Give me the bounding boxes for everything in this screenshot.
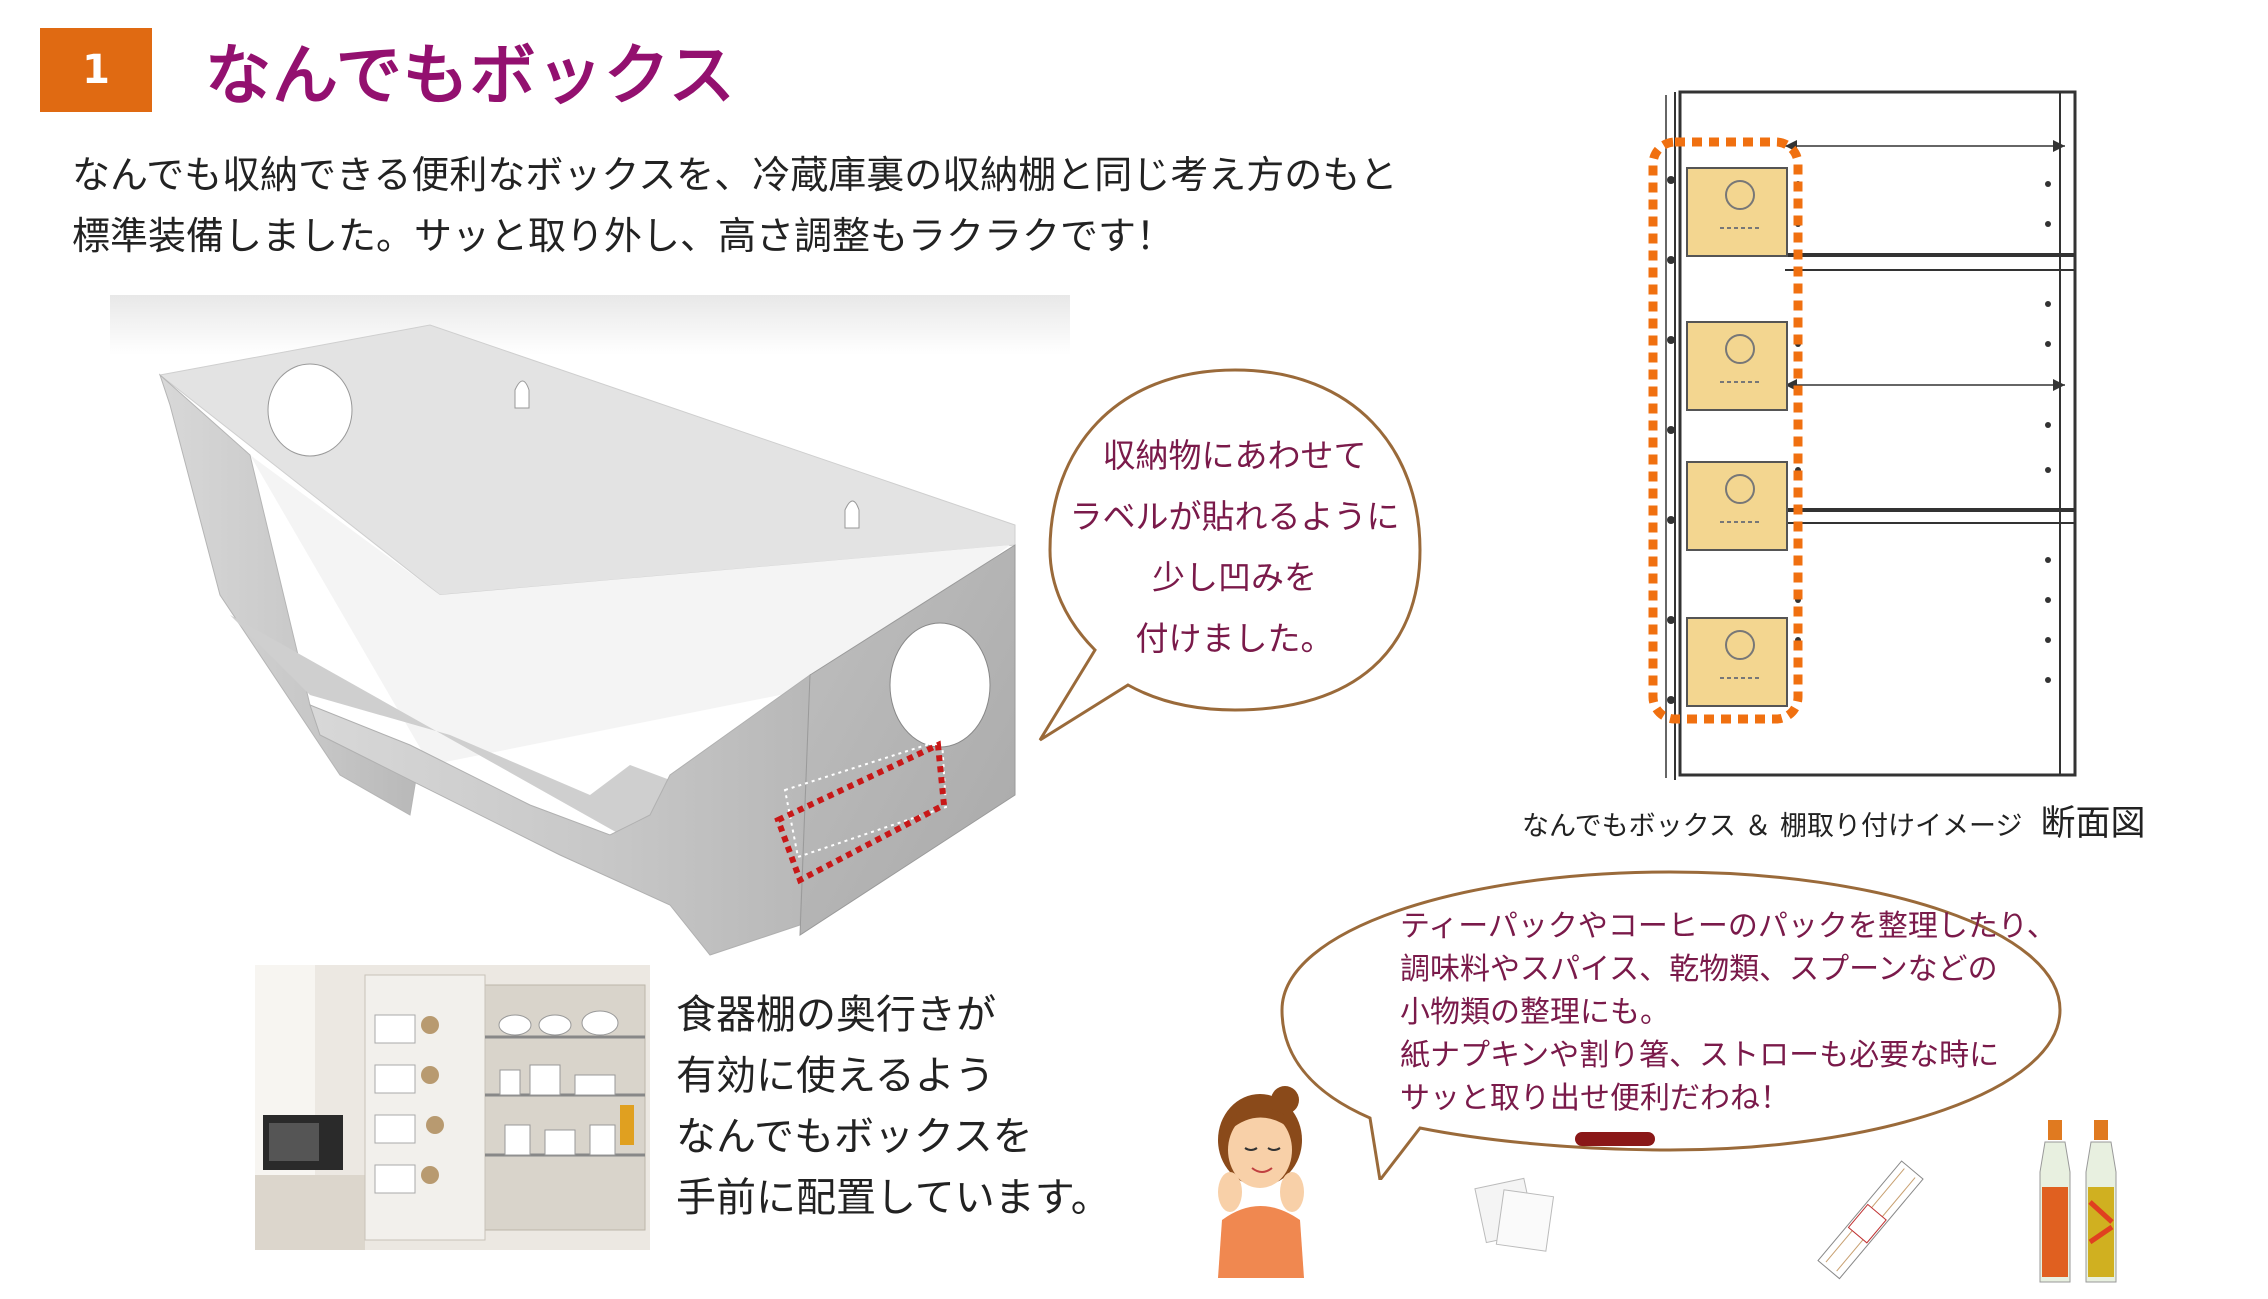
- diagram-caption: なんでもボックス ＆ 棚取り付けイメージ断面図: [1522, 795, 2145, 846]
- diagram-caption-suffix: 断面図: [2040, 804, 2146, 844]
- label-callout-line-1: 収納物にあわせて: [1102, 436, 1367, 475]
- label-callout-line-2: ラベルが貼れるように: [1069, 497, 1400, 536]
- speech-bubble-line-3: 小物類の整理にも。: [1400, 995, 1670, 1030]
- speech-bubble-text: ティーパックやコーヒーのパックを整理したり、 調味料やスパイス、乾物類、スプーン…: [1400, 905, 2057, 1120]
- storage-box-image: [110, 295, 1070, 956]
- section-number-badge: 1: [40, 28, 152, 112]
- side-description: 食器棚の奥行きが 有効に使えるよう なんでもボックスを 手前に配置しています。: [676, 985, 1111, 1229]
- speech-bubble: [1280, 870, 2062, 1180]
- label-callout-line-4: 付けました。: [1135, 619, 1334, 658]
- page-title: なんでもボックス: [205, 37, 736, 114]
- cross-section-diagram: [1648, 90, 2077, 780]
- intro-paragraph: なんでも収納できる便利なボックスを、冷蔵庫裏の収納棚と同じ考え方のもと 標準装備…: [72, 145, 1397, 267]
- speech-bubble-line-4: 紙ナプキンや割り箸、ストローも必要な時に: [1400, 1038, 2000, 1073]
- chopsticks-icon: [1817, 1160, 1924, 1280]
- label-callout-line-3: 少し凹みを: [1152, 558, 1317, 597]
- speech-bubble-line-2: 調味料やスパイス、乾物類、スプーンなどの: [1400, 952, 1998, 987]
- label-callout-text: 収納物にあわせて ラベルが貼れるように 少し凹みを 付けました。: [1062, 425, 1407, 669]
- intro-line-1: なんでも収納できる便利なボックスを、冷蔵庫裏の収納棚と同じ考え方のもと: [72, 153, 1398, 197]
- straw-icon: [1575, 1132, 1655, 1146]
- cabinet-photo: [255, 965, 650, 1250]
- intro-line-2: 標準装備しました。サッと取り外し、高さ調整もラクラクです！: [72, 214, 1175, 258]
- label-callout-bubble: [1038, 368, 1422, 742]
- side-description-line-3: なんでもボックスを: [676, 1114, 1033, 1160]
- tea-bag-icon: [1474, 1177, 1555, 1252]
- side-description-line-2: 有効に使えるよう: [676, 1053, 995, 1099]
- woman-illustration: [1218, 1086, 1304, 1278]
- speech-bubble-line-5: サッと取り出せ便利だわね！: [1400, 1081, 1790, 1116]
- side-description-line-4: 手前に配置しています。: [676, 1175, 1111, 1221]
- speech-bubble-line-1: ティーパックやコーヒーのパックを整理したり、: [1400, 909, 2057, 944]
- spice-bottles-icon: [2039, 1120, 2117, 1283]
- side-description-line-1: 食器棚の奥行きが: [676, 992, 996, 1038]
- diagram-caption-text: なんでもボックス ＆ 棚取り付けイメージ: [1522, 811, 2023, 842]
